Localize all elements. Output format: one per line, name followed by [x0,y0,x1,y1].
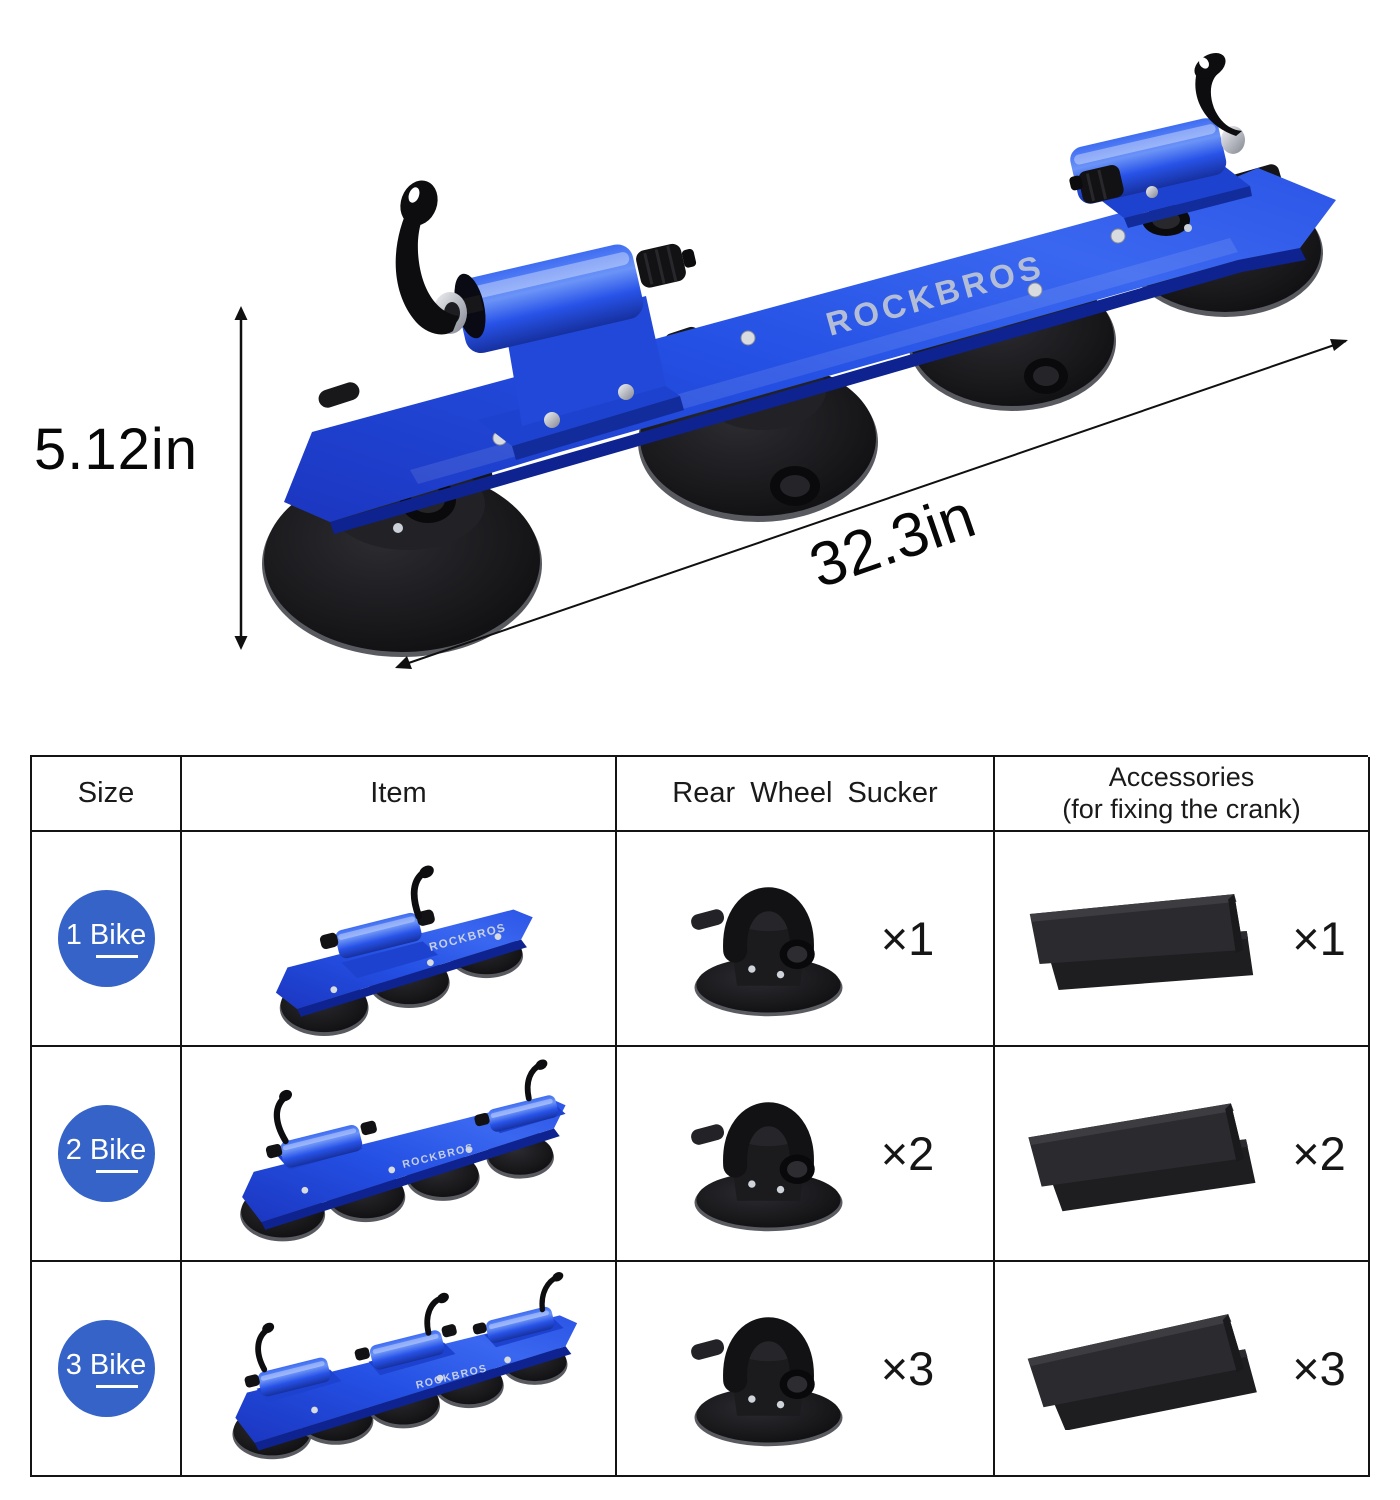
accessories-quantity: ×2 [1292,1127,1346,1180]
sucker-quantity: ×1 [880,912,935,965]
underline [96,955,138,958]
height-dimension-arrow [234,306,248,650]
header-item: Item [182,757,617,832]
fork-mount-block [395,180,697,460]
accessories-cell-1-bike: ×1 [995,832,1370,1047]
sucker-cell-2-bike: ×2 [617,1047,995,1262]
sucker-cell-3-bike: ×3 [617,1262,995,1477]
size-cell-1-bike: 1 Bike [32,832,182,1047]
rear-wheel-sucker-image [690,1101,843,1231]
accessories-quantity: ×1 [1292,912,1346,965]
header-accessories: Accessories (for fixing the crank) [995,757,1370,832]
rear-wheel-sucker-image [690,1316,843,1446]
skewer-nut [1078,165,1124,204]
length-dimension-arrow [395,339,1348,669]
height-dimension-label: 5.12in [34,417,199,482]
quick-release-lever [395,204,459,335]
bike-rack-illustration: ROCKBROS [234,53,1348,669]
underline [96,1385,138,1388]
item-cell-2-bike: ROCKBROS [182,1047,617,1262]
rack-2-bike-image: ROCKBROS [239,1058,566,1241]
spec-table: Size Item Rear Wheel Sucker Accessories … [30,755,1370,1477]
accessories-cell-3-bike: ×3 [995,1262,1370,1477]
header-size: Size [32,757,182,832]
sucker-quantity: ×2 [880,1127,935,1180]
rack-3-bike-image: ROCKBROS [231,1271,577,1459]
accessories-quantity: ×3 [1292,1342,1346,1395]
product-hero: ROCKBROS 5.12in 32.3in [34,53,1348,669]
header-rear-wheel-sucker: Rear Wheel Sucker [617,757,995,832]
accessories-cell-2-bike: ×2 [995,1047,1370,1262]
fork-mount-block [1069,53,1252,228]
crank-strap-image [1027,1314,1258,1430]
item-cell-3-bike: ROCKBROS [182,1262,617,1477]
crank-strap-image [1028,1103,1256,1212]
crank-strap-image [1030,894,1254,991]
item-cell-1-bike: ROCKBROS [182,832,617,1047]
sucker-cell-1-bike: ×1 [617,832,995,1047]
rear-wheel-sucker-image [690,886,843,1016]
size-badge: 1 Bike [57,890,155,987]
underline [96,1170,138,1173]
rack-1-bike-image: ROCKBROS [275,865,533,1036]
size-cell-3-bike: 3 Bike [32,1262,182,1477]
size-cell-2-bike: 2 Bike [32,1047,182,1262]
skewer-nut [636,243,697,288]
sucker-quantity: ×3 [880,1342,935,1395]
size-badge: 2 Bike [57,1105,155,1202]
size-badge: 3 Bike [57,1320,155,1417]
